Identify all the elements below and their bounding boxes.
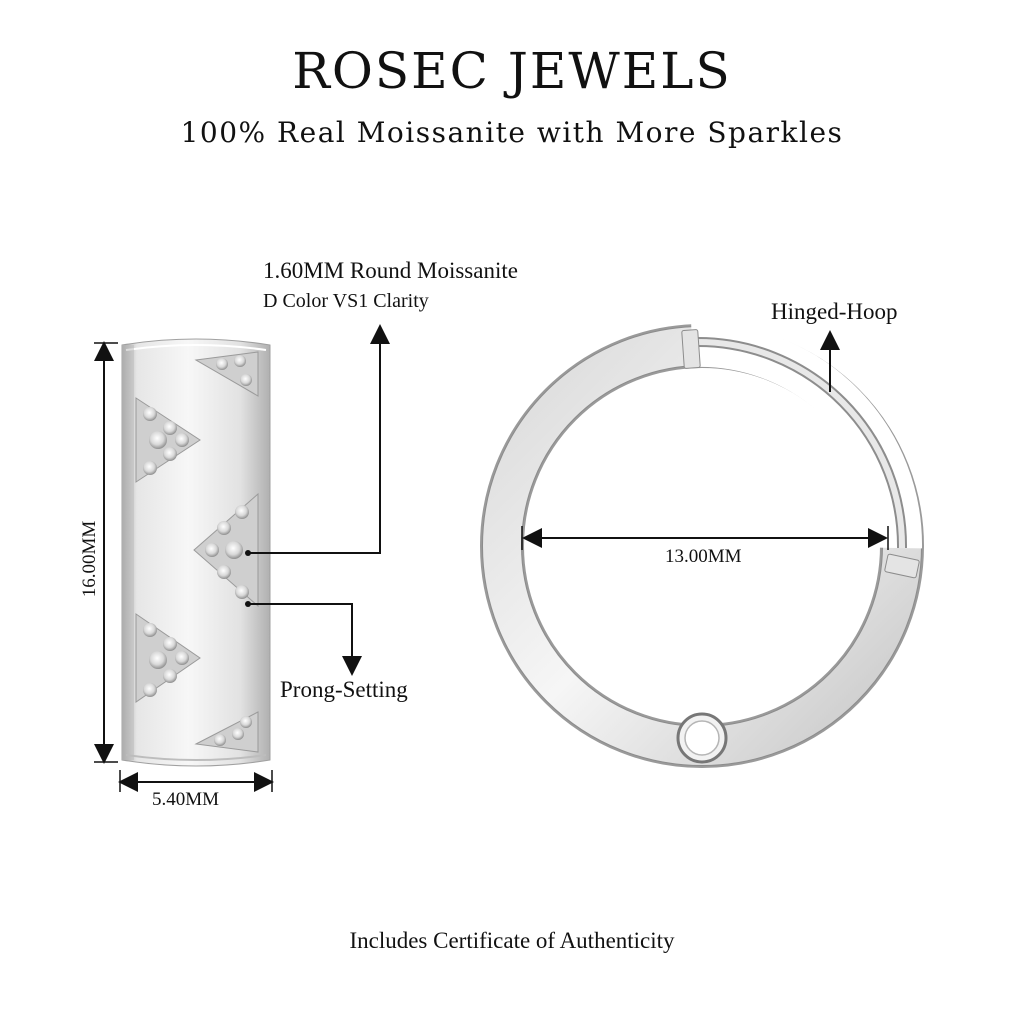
- hoop-front-view: [480, 322, 924, 768]
- band-side-view: [121, 338, 271, 767]
- pave-triangle-upper-left: [135, 397, 201, 483]
- stone-leader-line: [245, 324, 390, 556]
- certificate-note: Includes Certificate of Authenticity: [349, 928, 675, 953]
- pave-triangle-bottom-right: [194, 711, 259, 753]
- stone-grade-label: D Color VS1 Clarity: [263, 290, 429, 312]
- pave-triangle-lower-left: [135, 613, 201, 703]
- pave-triangle-center-right: [193, 492, 259, 608]
- hinged-hoop-label: Hinged-Hoop: [771, 299, 898, 324]
- brand-title: ROSEC JEWELS: [292, 42, 732, 100]
- prong-leader-line: [245, 601, 362, 676]
- pave-triangle-top-right: [194, 351, 259, 397]
- width-dimension-label: 5.40MM: [152, 789, 220, 810]
- diameter-dimension-label: 13.00MM: [665, 546, 742, 567]
- brand-tagline: 100% Real Moissanite with More Sparkles: [180, 116, 844, 149]
- height-dimension-label: 16.00MM: [79, 520, 100, 598]
- stone-spec-label: 1.60MM Round Moissanite: [263, 258, 518, 283]
- prong-setting-label: Prong-Setting: [280, 677, 408, 702]
